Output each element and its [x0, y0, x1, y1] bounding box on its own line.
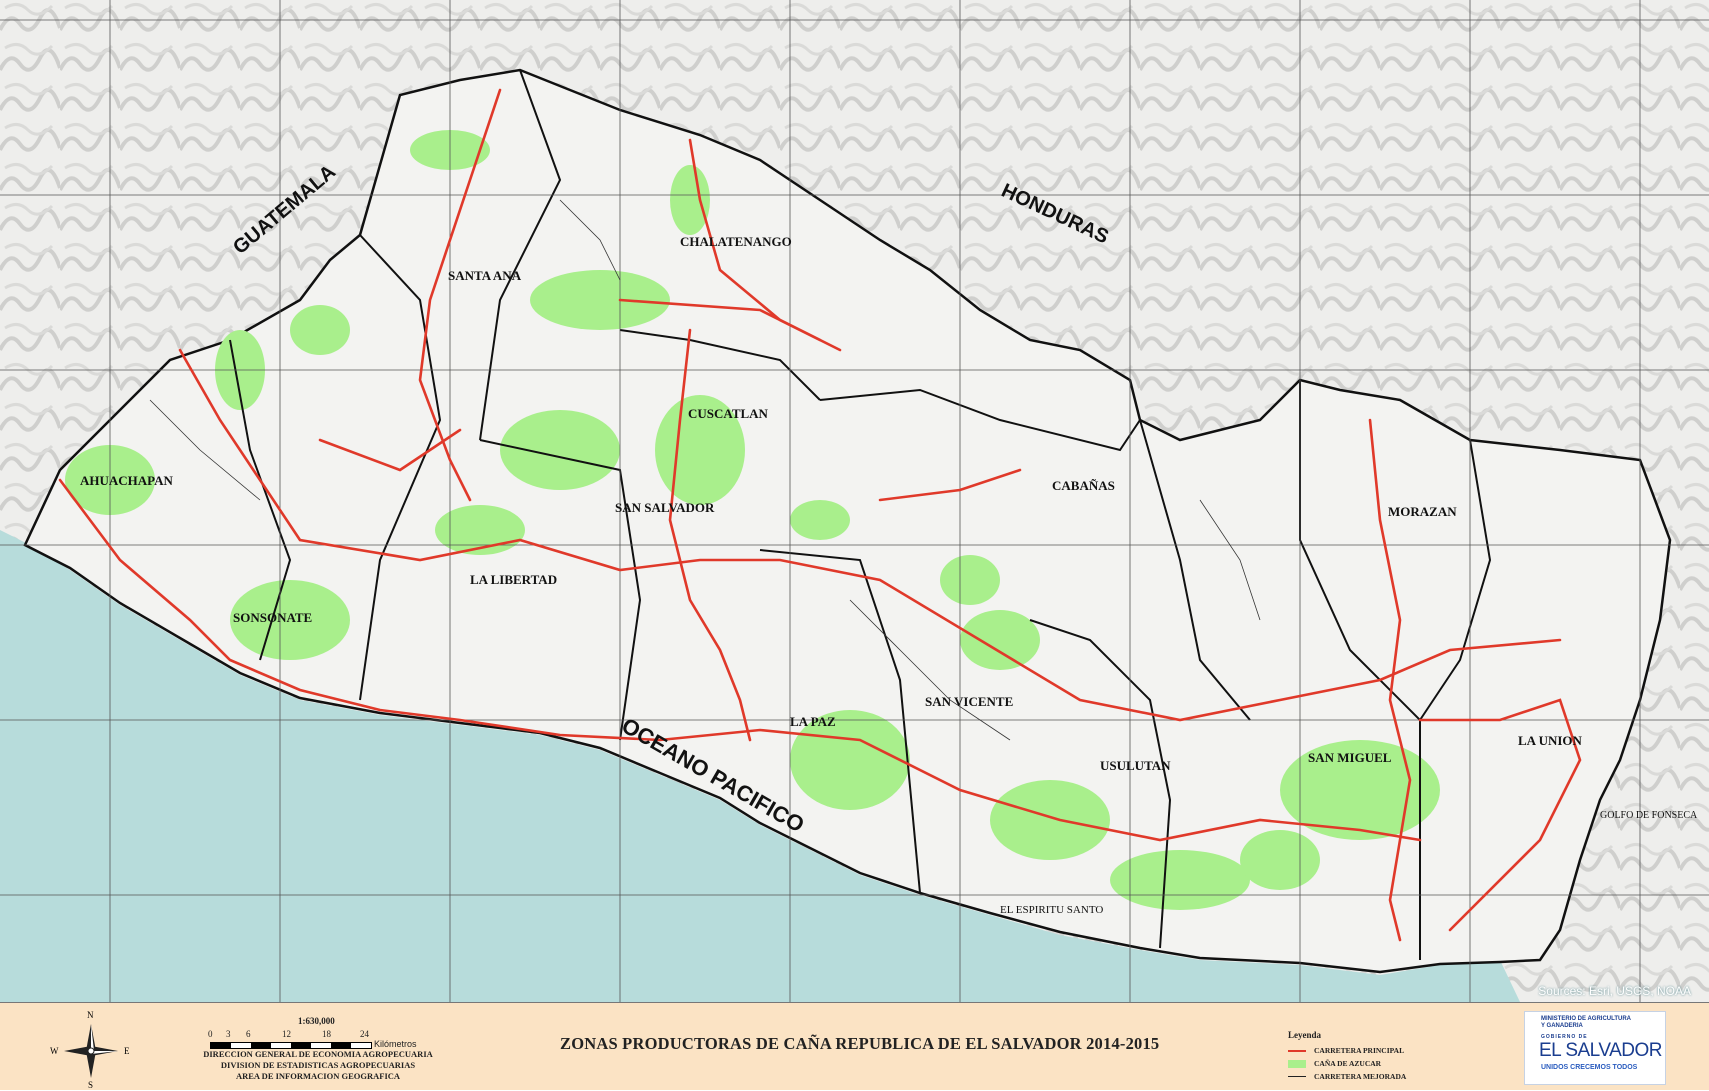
legend-item-cane: CAÑA DE AZUCAR — [1288, 1057, 1488, 1070]
scale-tick: 12 — [282, 1029, 291, 1039]
cane-zone — [990, 780, 1110, 860]
cane-zone — [1280, 740, 1440, 840]
department-label: CUSCATLAN — [688, 406, 769, 421]
road-segment — [149, 399, 261, 501]
map-canvas: GUATEMALA HONDURAS OCEANO PACIFICO GOLFO… — [0, 0, 1709, 1002]
department-border — [479, 439, 642, 741]
map-title: ZONAS PRODUCTORAS DE CAÑA REPUBLICA DE E… — [560, 1034, 1160, 1053]
road-segment — [618, 298, 842, 352]
legend-swatch — [1288, 1049, 1306, 1052]
department-border — [1139, 419, 1251, 721]
cane-zone — [790, 500, 850, 540]
department-label: SAN SALVADOR — [615, 500, 715, 515]
department-label: SAN VICENTE — [925, 694, 1013, 709]
map-frame: GUATEMALA HONDURAS OCEANO PACIFICO GOLFO… — [0, 0, 1709, 1002]
legend: Leyenda CARRETERA PRINCIPAL CAÑA DE AZUC… — [1288, 1030, 1488, 1083]
department-label: LA PAZ — [790, 714, 836, 729]
legend-label: CAÑA DE AZUCAR — [1314, 1059, 1382, 1068]
cane-zone — [670, 165, 710, 235]
agency-line: AREA DE INFORMACION GEOGRAFICA — [235, 1071, 401, 1081]
water-body-label: EL ESPIRITU SANTO — [1000, 904, 1103, 916]
scale-unit: Kilómetros — [374, 1039, 417, 1049]
logo-country: EL SALVADOR — [1539, 1040, 1662, 1061]
department-border — [759, 549, 921, 894]
agency-line: DIVISION DE ESTADISTICAS AGROPECUARIAS — [220, 1060, 416, 1070]
cane-zone — [290, 305, 350, 355]
scale-bar-graphic — [210, 1042, 372, 1049]
cane-zone — [530, 270, 670, 330]
legend-swatch — [1288, 1059, 1306, 1068]
compass-s: S — [88, 1080, 94, 1090]
compass-n: N — [87, 1010, 94, 1020]
scale-tick: 0 — [208, 1029, 213, 1039]
road-segment — [1199, 499, 1261, 621]
logo-ministry: MINISTERIO DE AGRICULTURA Y GANADERIA — [1541, 1016, 1631, 1030]
legend-item-main-road: CARRETERA PRINCIPAL — [1288, 1044, 1488, 1057]
department-label: AHUACHAPAN — [80, 473, 174, 488]
department-border — [1029, 619, 1172, 949]
legend-label: CARRETERA MEJORADA — [1314, 1072, 1407, 1081]
government-logo: MINISTERIO DE AGRICULTURA Y GANADERIA GO… — [1524, 1011, 1666, 1085]
scale-tick: 6 — [246, 1029, 251, 1039]
road-segment — [878, 468, 1022, 502]
compass-w: W — [50, 1046, 59, 1056]
department-border — [1419, 439, 1492, 721]
department-border — [359, 234, 442, 701]
department-label: LA UNION — [1518, 733, 1583, 748]
sources-attribution: Sources: Esri, USGS, NOAA — [1538, 984, 1691, 998]
road-segment — [1368, 418, 1412, 942]
legend-title: Leyenda — [1288, 1030, 1322, 1040]
department-label: SAN MIGUEL — [1308, 750, 1392, 765]
road-segment — [1418, 698, 1582, 932]
legend-label: CARRETERA PRINCIPAL — [1314, 1046, 1405, 1055]
road-segment — [318, 428, 462, 472]
road-segment — [668, 328, 752, 742]
department-label: SANTA ANA — [448, 268, 522, 283]
department-label: CHALATENANGO — [680, 234, 792, 249]
compass-e: E — [124, 1046, 130, 1056]
scale-tick: 3 — [226, 1029, 231, 1039]
cane-zone — [655, 395, 745, 505]
graticule — [0, 0, 1709, 1002]
scale-tick: 18 — [322, 1029, 331, 1039]
legend-item-improved-road: CARRETERA MEJORADA — [1288, 1070, 1488, 1083]
cane-zone — [960, 610, 1040, 670]
department-label: LA LIBERTAD — [470, 572, 557, 587]
logo-ministry-line: Y GANADERIA — [1541, 1023, 1583, 1029]
road-segment — [849, 599, 1011, 741]
cane-zone — [230, 580, 350, 660]
department-border — [819, 388, 1141, 452]
logo-gobierno: GOBIERNO DE — [1541, 1034, 1588, 1040]
cane-zone — [500, 410, 620, 490]
department-label: SONSONATE — [233, 610, 312, 625]
department-border — [229, 339, 292, 661]
compass-rose: N S W E — [50, 1010, 130, 1090]
cane-zone — [1240, 830, 1320, 890]
logo-slogan: UNIDOS CRECEMOS TODOS — [1541, 1064, 1638, 1071]
compass-icon — [64, 1024, 118, 1078]
department-label: CABAÑAS — [1052, 478, 1115, 493]
scale-tick: 24 — [360, 1029, 369, 1039]
road-segment — [559, 199, 621, 281]
department-label: MORAZAN — [1388, 504, 1457, 519]
legend-swatch — [1288, 1076, 1306, 1077]
improved-roads — [149, 199, 1261, 741]
cane-zone — [1110, 850, 1250, 910]
road-segment — [58, 478, 1422, 842]
gulf-label: GOLFO DE FONSECA — [1600, 810, 1698, 821]
road-segment — [418, 88, 502, 502]
agency-block: DIRECCION GENERAL DE ECONOMIA AGROPECUAR… — [198, 1049, 438, 1082]
main-roads — [58, 88, 1582, 942]
department-border — [619, 329, 821, 401]
agency-line: DIRECCION GENERAL DE ECONOMIA AGROPECUAR… — [203, 1049, 433, 1059]
logo-ministry-line: MINISTERIO DE AGRICULTURA — [1541, 1016, 1631, 1022]
department-label: USULUTAN — [1100, 758, 1171, 773]
scale-ratio: 1:630,000 — [298, 1016, 335, 1026]
road-segment — [178, 348, 1562, 722]
cane-zone — [940, 555, 1000, 605]
